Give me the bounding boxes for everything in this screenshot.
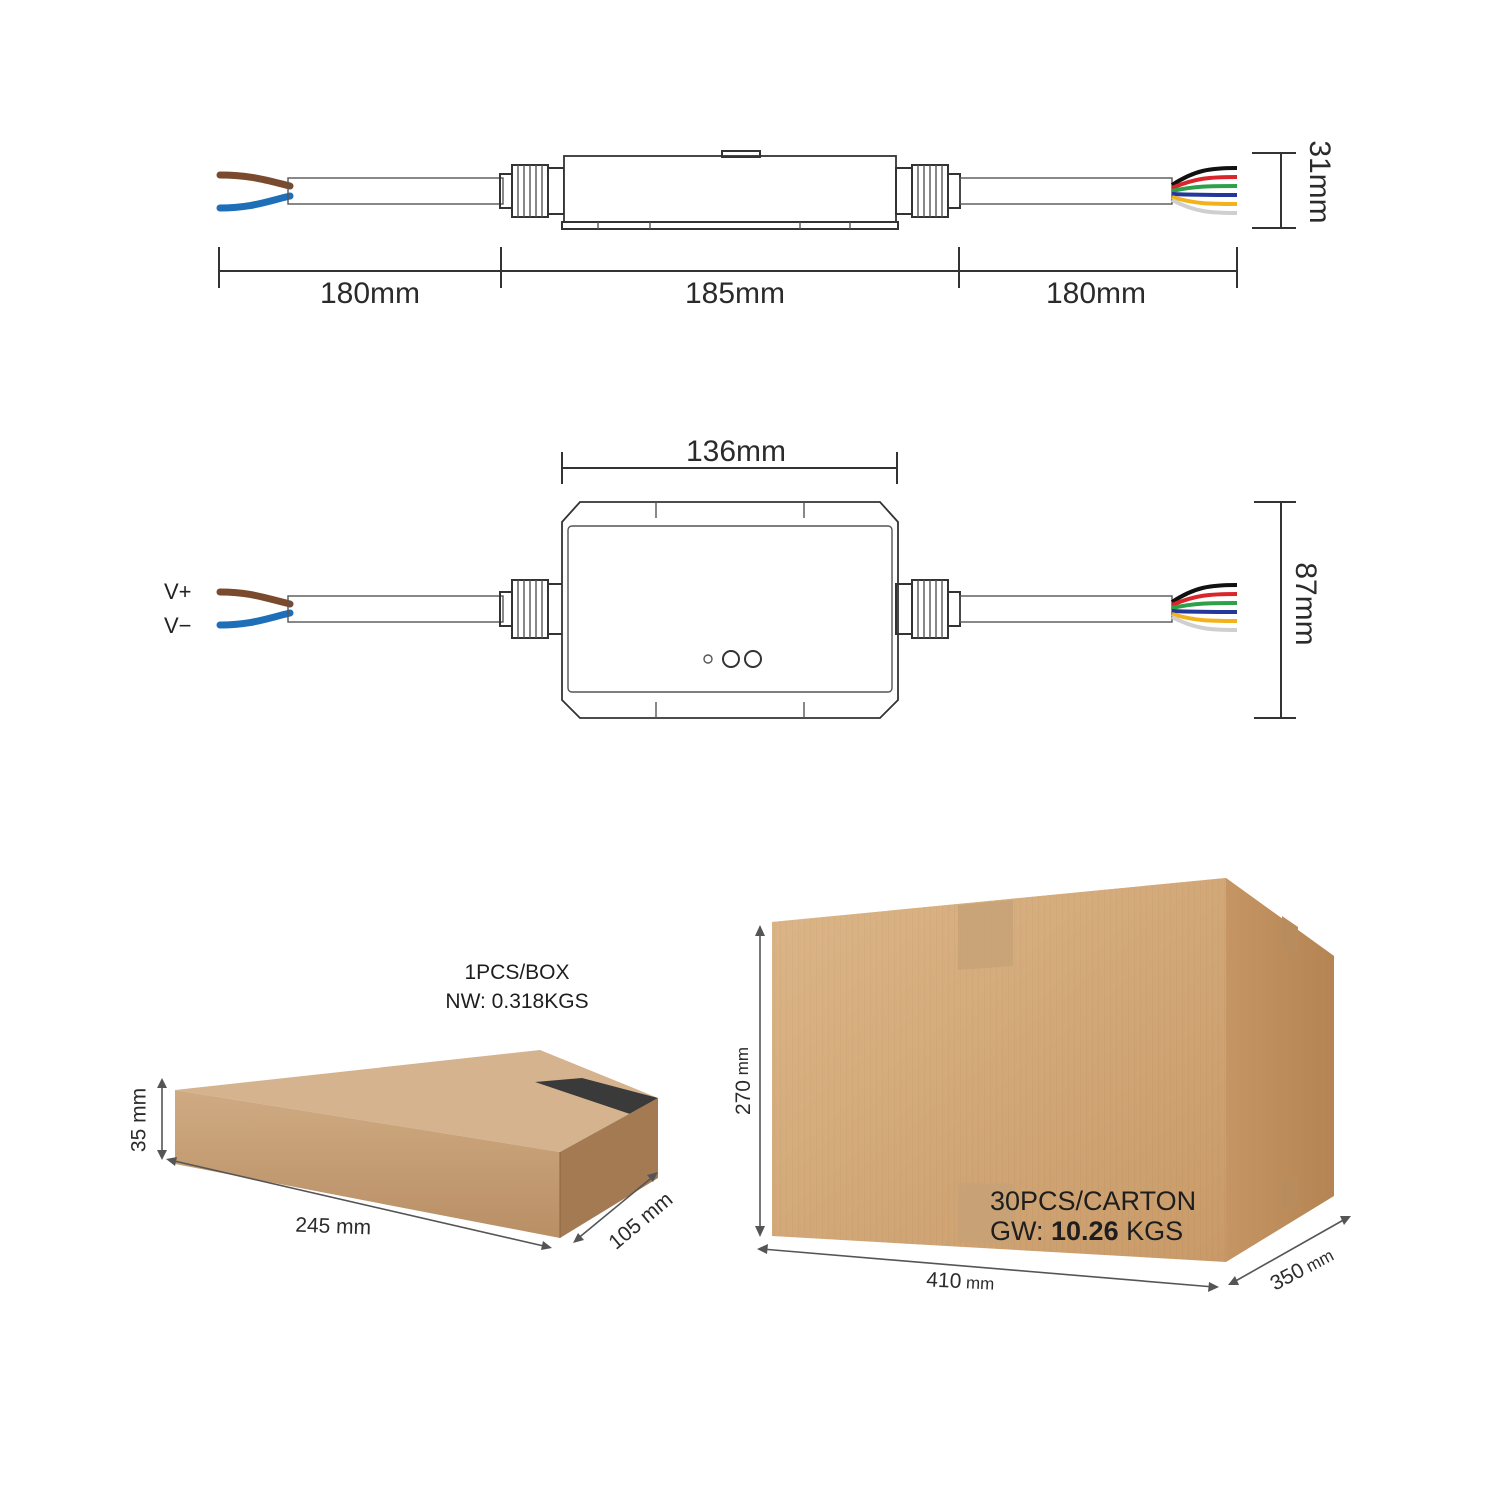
rgb-wires-top [1170, 583, 1238, 632]
retail-box-side [560, 1098, 658, 1238]
box-length-label: 245 mm [295, 1214, 372, 1240]
carton-length-label: 410 mm [926, 1268, 995, 1295]
carton-gross-weight-label: GW: 10.26 KGS [990, 1216, 1183, 1246]
carton-tape-bottom [958, 1183, 1013, 1244]
body-width-label: 136mm [686, 435, 786, 468]
left-cable-gland [499, 164, 565, 218]
left-cable-gland-top [499, 579, 565, 639]
carton-tape-side-top [1282, 916, 1298, 958]
side-height-label: 31mm [1303, 140, 1336, 223]
box-height-label: 35 mm [128, 1088, 151, 1152]
top-view: V+ V− [164, 435, 1322, 719]
led-indicator [703, 654, 713, 664]
left-cable-top [287, 595, 504, 623]
controller-body-side [561, 150, 899, 230]
retail-box: 1PCS/BOX NW: 0.318KGS 35 mm 245 mm 105 m… [128, 961, 678, 1254]
top-height-label: 87mm [1289, 562, 1322, 645]
carton-quantity-label: 30PCS/CARTON [990, 1186, 1196, 1216]
carton-tape-top [958, 900, 1013, 970]
brown-wire-top [216, 588, 294, 608]
right-cable-gland [895, 164, 961, 218]
carton-tape-side-bottom [1282, 1172, 1298, 1215]
retail-box-front [175, 1090, 560, 1238]
brown-wire [216, 171, 294, 190]
button-1[interactable] [722, 650, 740, 668]
retail-box-logo-band [535, 1078, 658, 1114]
retail-box-top [175, 1050, 658, 1152]
carton-height-label: 270 mm [732, 1047, 755, 1115]
carton-depth-label: 350 mm [1266, 1243, 1337, 1295]
blue-wire-top [216, 609, 294, 629]
left-cable-length-label: 180mm [320, 277, 420, 310]
button-2[interactable] [744, 650, 762, 668]
box-net-weight-label: NW: 0.318KGS [445, 990, 588, 1013]
blue-wire [216, 192, 294, 212]
right-cable [959, 177, 1173, 205]
right-cable-length-label: 180mm [1046, 277, 1146, 310]
side-view: 180mm 185mm 180mm 31mm [216, 140, 1336, 310]
right-cable-top [959, 595, 1173, 623]
left-cable [287, 177, 504, 205]
body-length-label: 185mm [685, 277, 785, 310]
vminus-label: V− [164, 613, 192, 638]
shipping-carton: 30PCS/CARTON GW: 10.26 KGS 270 mm 410 mm… [732, 878, 1351, 1295]
rgb-wires-side [1170, 166, 1238, 215]
right-cable-gland-top [895, 579, 961, 639]
vplus-label: V+ [164, 579, 192, 604]
carton-side [1226, 878, 1334, 1262]
controller-body-top [561, 501, 899, 719]
box-quantity-label: 1PCS/BOX [464, 961, 569, 984]
